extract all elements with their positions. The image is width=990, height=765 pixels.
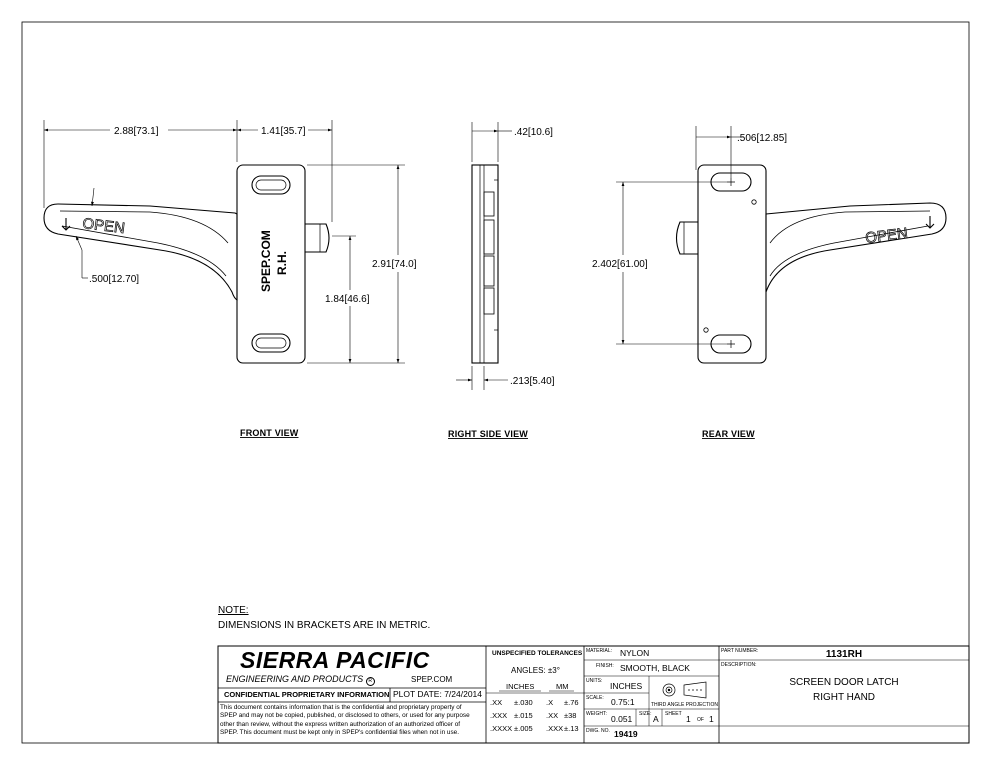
- side-dimension-lines: [456, 122, 512, 390]
- dim-front-width-left: 2.88[73.1]: [114, 126, 159, 137]
- rear-handle: [765, 202, 947, 293]
- description-line2: RIGHT HAND: [812, 692, 876, 703]
- rear-view: [675, 164, 947, 364]
- front-handle: [43, 203, 238, 302]
- dim-side-top: .42[10.6]: [514, 127, 553, 138]
- front-plate: [236, 164, 306, 364]
- dim-side-bottom: .213[5.40]: [510, 376, 555, 387]
- front-handle-inner: [59, 210, 229, 277]
- label-rear-view: REAR VIEW: [702, 429, 755, 439]
- dim-front-height: 2.91[74.0]: [372, 259, 417, 270]
- sheet-label: SHEET: [665, 711, 682, 717]
- note-text: DIMENSIONS IN BRACKETS ARE IN METRIC.: [218, 620, 431, 631]
- arrow-down-icon-front: [61, 218, 71, 231]
- sheet-number: 1: [686, 714, 691, 724]
- weight-value: 0.051: [611, 714, 633, 724]
- front-slot-bottom-inner: [255, 337, 287, 349]
- scale-label: SCALE:: [586, 695, 604, 701]
- projection-label: THIRD ANGLE PROJECTION: [651, 702, 718, 708]
- handle-engraving-rear: OPEN: [864, 225, 908, 247]
- side-view: [471, 164, 499, 364]
- weight-label: WEIGHT:: [586, 711, 607, 717]
- part-number-label: PART NUMBER:: [721, 648, 759, 654]
- plate-engraving-line1: SPEP.COM: [259, 230, 273, 292]
- confidential-label: CONFIDENTIAL PROPRIETARY INFORMATION: [224, 690, 390, 699]
- tolerance-mm-heading: MM: [556, 682, 569, 691]
- finish-value: SMOOTH, BLACK: [620, 663, 690, 673]
- front-slot-top: [251, 175, 291, 195]
- note-heading: NOTE:: [218, 605, 249, 616]
- front-latch: [305, 223, 330, 253]
- dim-rear-top: .506[12.85]: [737, 133, 787, 144]
- company-name: SIERRA PACIFIC: [240, 647, 430, 673]
- dim-handle-width: .500[12.70]: [89, 274, 139, 285]
- tolerance-row: .XX±.030.X±.76: [490, 698, 579, 707]
- handle-engraving-front: OPEN: [82, 215, 126, 237]
- units-label: UNITS:: [586, 678, 603, 684]
- of-label: OF: [697, 717, 704, 723]
- label-front-view: FRONT VIEW: [240, 428, 299, 438]
- size-value: A: [653, 714, 659, 724]
- front-slot-top-inner: [255, 179, 287, 191]
- material-value: NYLON: [620, 648, 650, 658]
- material-label: MATERIAL:: [586, 648, 613, 654]
- tolerance-row: .XXXX±.005.XXX±.13: [490, 724, 579, 733]
- rear-dimension-lines: [616, 126, 744, 345]
- plot-date: PLOT DATE: 7/24/2014: [393, 689, 483, 699]
- units-value: INCHES: [610, 681, 643, 691]
- plate-engraving-line2: R.H.: [275, 251, 289, 275]
- tolerances-heading: UNSPECIFIED TOLERANCES: [492, 650, 583, 657]
- tolerance-inches-heading: INCHES: [506, 682, 535, 691]
- description-line1: SCREEN DOOR LATCH: [789, 677, 899, 688]
- side-body: [471, 164, 499, 364]
- rear-latch: [675, 221, 698, 255]
- tolerance-row: .XXX±.015.XX±38: [490, 711, 577, 720]
- registered-icon: R: [365, 677, 375, 686]
- dim-front-mid: 1.84[46.6]: [325, 294, 370, 305]
- projection-icon: [662, 681, 707, 699]
- scale-value: 0.75:1: [611, 697, 635, 707]
- size-label: SIZE:: [639, 711, 652, 717]
- title-block-grid: [217, 645, 970, 744]
- rear-handle-inner: [769, 210, 931, 277]
- front-slot-bottom: [251, 333, 291, 353]
- sheet-border: [21, 21, 970, 744]
- rear-plate: [697, 164, 767, 364]
- part-number: 1131RH: [825, 649, 863, 660]
- dwg-number: 19419: [614, 729, 638, 739]
- description-label: DESCRIPTION:: [721, 662, 757, 668]
- front-dimension-lines: [43, 120, 405, 364]
- tolerance-angles: ANGLES: ±3°: [511, 666, 560, 675]
- finish-label: FINISH:: [596, 663, 614, 669]
- arrow-down-icon-rear: [925, 216, 935, 229]
- confidential-text: This document contains information that …: [220, 704, 470, 737]
- company-subtitle: ENGINEERING AND PRODUCTS R: [226, 674, 375, 686]
- dwg-label: DWG. NO.: [586, 728, 610, 734]
- dim-rear-height: 2.402[61.00]: [592, 259, 648, 270]
- dim-front-width-right: 1.41[35.7]: [261, 126, 306, 137]
- front-view: [43, 164, 330, 364]
- company-website: SPEP.COM: [411, 675, 453, 684]
- label-side-view: RIGHT SIDE VIEW: [448, 429, 528, 439]
- sheet-total: 1: [709, 714, 714, 724]
